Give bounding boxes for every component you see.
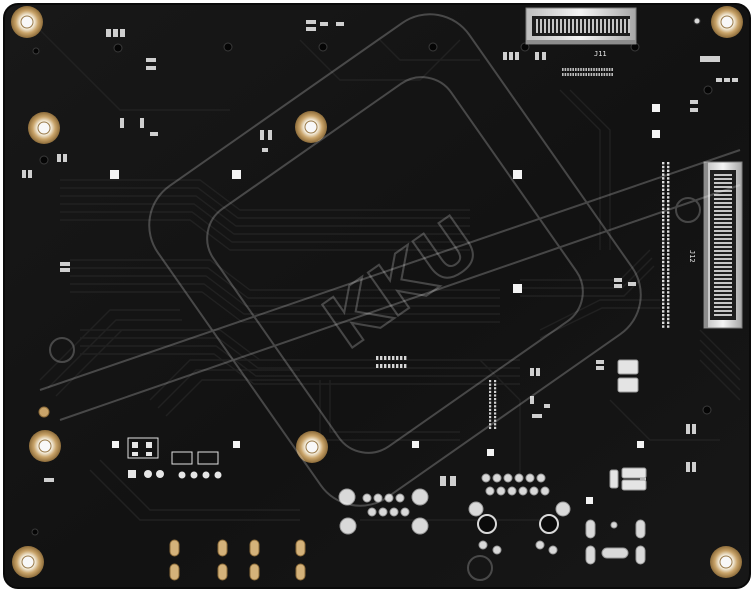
left-component-cluster [127,437,222,479]
connector-pads-left [338,488,429,535]
mounting-hole-left-lower [29,430,61,462]
label-j12: J12 [688,250,696,263]
mounting-hole-top-right [711,6,743,38]
mounting-hole-left-upper [28,112,60,144]
power-pads [609,359,647,491]
fine-pitch-pads [562,68,613,76]
connector-pads-right [468,473,571,555]
vias [31,17,713,536]
mounting-hole-bottom-right [710,546,742,578]
bottom-slot-pads [169,539,306,581]
mounting-hole-bottom-left [12,546,44,578]
label-j11: J11 [594,50,607,58]
fpc-connector-top [525,7,637,45]
mounting-holes [11,6,743,578]
mounting-hole-center-bottom [296,431,328,463]
power-connector-pads [585,519,646,565]
pcb-board [3,3,751,589]
mounting-hole-top-left [11,6,43,38]
via-column [662,162,670,328]
ic-footprint [376,356,407,368]
watermark [39,13,741,581]
fpc-connector-right [703,161,743,329]
via-column-small [489,380,497,429]
trace-layer [39,29,741,521]
mounting-hole-center-top [295,111,327,143]
test-pads [110,104,660,504]
